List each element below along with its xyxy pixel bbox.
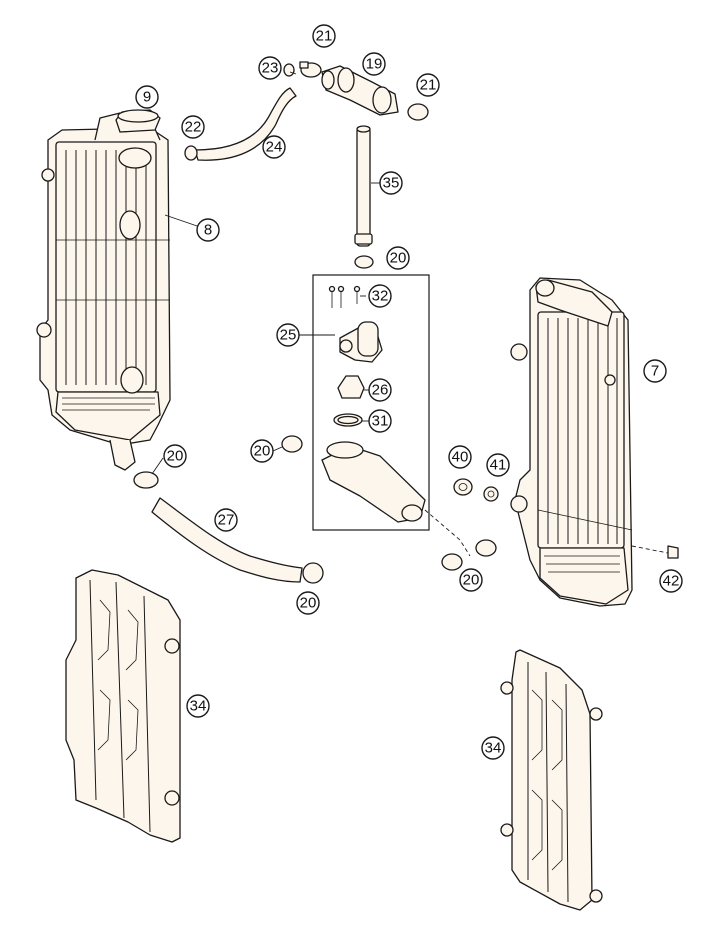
callout-26: 26 (368, 378, 392, 402)
svg-text:20: 20 (463, 572, 480, 589)
callout-32: 32 (368, 284, 392, 308)
hose-27 (151, 497, 303, 583)
callout-20-bottom: 20 (296, 591, 320, 615)
clamp-20-lower-b (475, 539, 497, 557)
svg-text:19: 19 (366, 56, 383, 73)
left-radiator (36, 112, 171, 471)
grommet-40 (453, 478, 473, 496)
left-radiator-shroud (65, 569, 181, 843)
washer-41 (483, 486, 499, 502)
svg-text:20: 20 (167, 448, 184, 465)
svg-text:20: 20 (254, 443, 271, 460)
svg-text:40: 40 (452, 449, 469, 466)
callout-8: 8 (196, 218, 220, 242)
svg-text:32: 32 (372, 288, 389, 305)
callout-21-top: 21 (312, 24, 336, 48)
svg-text:27: 27 (218, 512, 235, 529)
clamp-23 (283, 63, 295, 77)
hose-24 (194, 87, 297, 161)
clamp-22 (184, 145, 198, 161)
radiator-cap (115, 109, 161, 133)
callout-42: 42 (659, 569, 683, 593)
right-radiator (510, 277, 633, 607)
svg-text:24: 24 (266, 139, 283, 156)
callout-24: 24 (262, 135, 286, 159)
clamp-20-left-upper (133, 471, 159, 489)
svg-text:23: 23 (262, 60, 279, 77)
callout-31: 31 (368, 409, 392, 433)
clamp-20-left-lower (302, 562, 324, 584)
connector-19 (321, 65, 399, 116)
pipe-35 (354, 125, 373, 247)
callout-20-mid-left: 20 (250, 439, 274, 463)
callout-23: 23 (258, 56, 282, 80)
svg-text:31: 31 (372, 413, 389, 430)
svg-text:20: 20 (300, 595, 317, 612)
callout-22: 22 (181, 115, 205, 139)
clamp-20-mid-left (281, 435, 303, 453)
thermostat-group-box (312, 274, 430, 531)
svg-text:20: 20 (390, 250, 407, 267)
svg-text:21: 21 (420, 77, 437, 94)
clamp-21-left (299, 61, 322, 78)
callout-19: 19 (362, 52, 386, 76)
bolt-42 (631, 545, 679, 559)
svg-text:42: 42 (663, 573, 680, 590)
svg-text:9: 9 (143, 89, 151, 106)
callout-20-lower-right: 20 (459, 568, 483, 592)
right-radiator-shroud (500, 649, 603, 911)
clamp-20-top (354, 255, 374, 269)
callout-34-right: 34 (481, 736, 505, 760)
svg-text:22: 22 (185, 119, 202, 136)
hose-route-line (424, 509, 471, 557)
svg-text:21: 21 (316, 28, 333, 45)
svg-text:41: 41 (490, 457, 507, 474)
svg-text:7: 7 (651, 363, 659, 380)
svg-text:25: 25 (280, 327, 297, 344)
svg-text:34: 34 (485, 740, 502, 757)
callout-35: 35 (379, 171, 403, 195)
callout-20-left: 20 (163, 444, 187, 468)
callout-9: 9 (135, 85, 159, 109)
callout-21-right: 21 (416, 73, 440, 97)
callout-27: 27 (214, 508, 238, 532)
svg-text:35: 35 (383, 175, 400, 192)
svg-text:26: 26 (372, 382, 389, 399)
callout-34-left: 34 (186, 694, 210, 718)
callout-20-top: 20 (386, 246, 410, 270)
svg-text:8: 8 (204, 222, 212, 239)
callout-41: 41 (486, 453, 510, 477)
clamp-20-lower-a (441, 553, 463, 571)
svg-text:34: 34 (190, 698, 207, 715)
callout-25: 25 (276, 323, 300, 347)
callout-40: 40 (448, 445, 472, 469)
callout-7: 7 (643, 359, 667, 383)
clamp-21-right (407, 103, 429, 121)
